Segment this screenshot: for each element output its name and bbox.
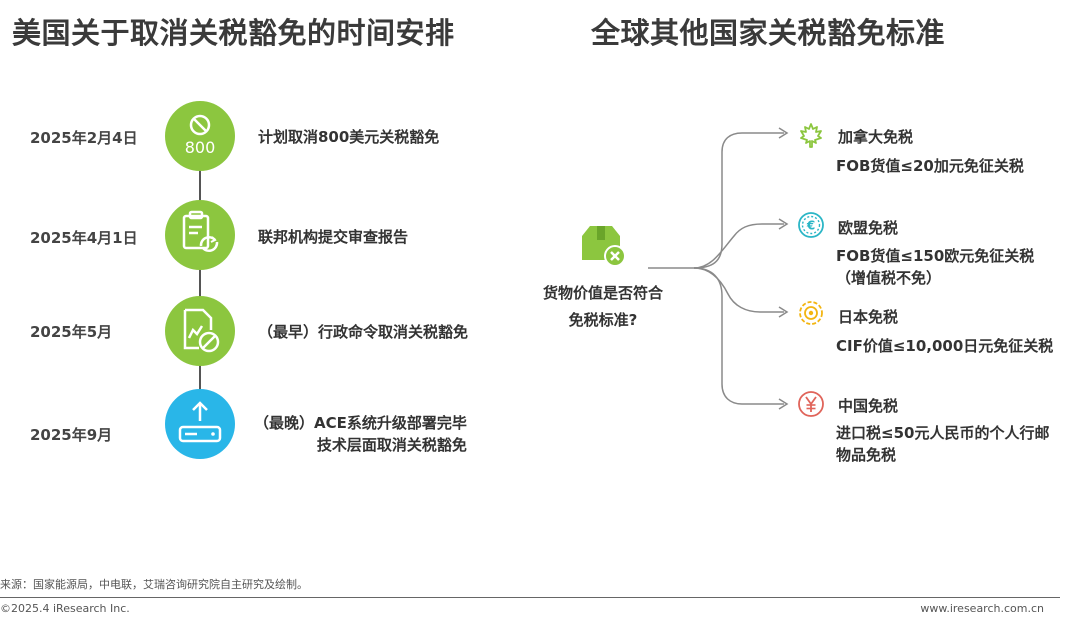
timeline-date: 2025年9月 [30,426,113,444]
copyright: ©2025.4 iResearch Inc. [0,602,130,615]
timeline-event: 计划取消800美元关税豁免 [258,126,439,148]
country-desc-line: 物品免税 [836,446,897,464]
timeline-event-line: 技术层面取消关税豁免 [316,436,467,454]
clipboard-refresh-icon [182,210,219,252]
timeline-icon-circle [165,389,235,459]
upload-system-icon [178,401,222,443]
country-desc-canada: FOB货值≤20加元免征关税 [836,155,1024,177]
country-name-canada: 加拿大免税 [838,128,914,146]
right-section-title: 全球其他国家关税豁免标准 [591,16,946,50]
timeline-event-line: （最早）行政命令取消关税豁免 [258,323,469,341]
maple-leaf-icon [800,123,822,148]
branch-canada [778,127,789,139]
branch-stem [648,132,784,269]
timeline-event-line: 计划取消800美元关税豁免 [258,128,440,146]
tariff-question-line: 货物价值是否符合 [542,284,663,302]
timeline-event: 联邦机构提交审查报告 [258,226,408,248]
yuan-icon [798,391,824,417]
source-note: 来源：国家能源局，中电联，艾瑞咨询研究院自主研究及绘制。 [0,578,308,591]
timeline-event: （最早）行政命令取消关税豁免 [258,321,468,343]
branch-china [693,267,784,405]
left-section-title: 美国关于取消关税豁免的时间安排 [12,16,455,50]
country-desc-eu: FOB货值≤150欧元免征关税 （增值税不免） [836,245,1034,289]
country-name-eu: 欧盟免税 [838,219,899,237]
icon-800-label: 800 [185,138,216,157]
timeline-connector [199,365,201,393]
tariff-question: 货物价值是否符合 免税标准? [528,280,678,334]
euro-icon: € [798,212,824,238]
footer-divider [0,597,1060,598]
timeline-connector [199,270,201,300]
timeline-icon-circle [165,296,235,366]
branch-japan [693,267,784,313]
cancel-800-icon: 800 [185,114,216,157]
timeline-icon-circle [165,200,235,270]
country-desc-china: 进口税≤50元人民币的个人行邮 物品免税 [836,422,1049,466]
country-desc-line: 进口税≤50元人民币的个人行邮 [836,424,1050,442]
country-desc-line: CIF价值≤10,000日元免征关税 [836,337,1054,355]
country-desc-line: FOB货值≤150欧元免征关税 [836,247,1035,265]
branch-eu [693,223,784,269]
sun-emblem-icon [799,301,823,325]
timeline-icon-circle: 800 [165,101,235,171]
website-link[interactable]: www.iresearch.com.cn [920,602,1044,615]
country-desc-line: （增值税不免） [836,269,942,287]
timeline-date: 2025年4月1日 [30,229,138,247]
timeline-event-line: 联邦机构提交审查报告 [258,228,409,246]
document-cancel-icon [183,308,220,353]
country-desc-line: FOB货值≤20加元免征关税 [836,157,1024,175]
country-desc-japan: CIF价值≤10,000日元免征关税 [836,335,1053,357]
country-name-china: 中国免税 [838,397,899,415]
country-name-japan: 日本免税 [838,308,899,326]
timeline-date: 2025年5月 [30,323,113,341]
timeline-connector [199,169,201,201]
timeline-event-line: （最晚）ACE系统升级部署完毕 [254,414,467,432]
package-cancel-icon [582,226,626,267]
tariff-question-line: 免税标准? [568,311,638,329]
timeline-date: 2025年2月4日 [30,129,138,147]
svg-text:€: € [806,219,815,233]
timeline-event: （最晚）ACE系统升级部署完毕 技术层面取消关税豁免 [254,412,467,456]
